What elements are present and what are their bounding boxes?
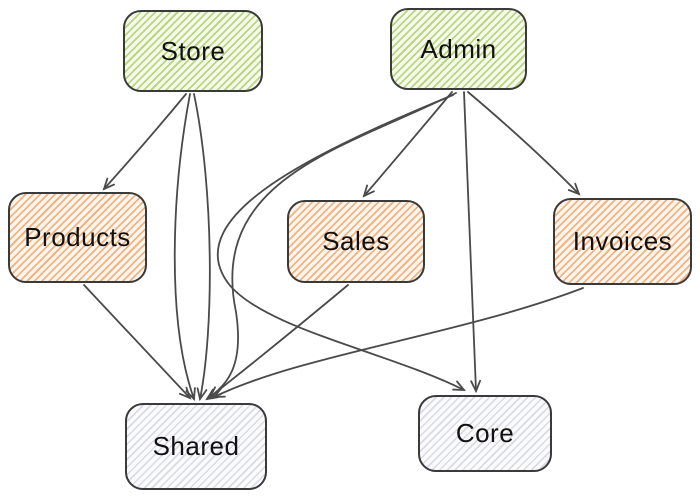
node-sales[interactable]: Sales bbox=[287, 200, 425, 283]
node-admin-label: Admin bbox=[420, 33, 497, 64]
node-products-label: Products bbox=[24, 222, 131, 252]
node-invoices-label: Invoices bbox=[572, 226, 673, 256]
edge-store-shared bbox=[173, 93, 196, 402]
node-core-label: Core bbox=[455, 418, 515, 448]
node-store[interactable]: Store bbox=[123, 10, 263, 92]
edge-invoices-shared bbox=[212, 287, 584, 398]
edge-admin-core bbox=[216, 94, 466, 391]
node-shared[interactable]: Shared bbox=[125, 403, 267, 490]
edge-admin-shared bbox=[205, 92, 457, 401]
node-store-label: Store bbox=[160, 35, 226, 66]
edge-sales-shared bbox=[208, 284, 349, 399]
edge-admin-sales bbox=[362, 91, 453, 198]
edge-admin-invoices bbox=[467, 91, 581, 196]
edge-store-shared bbox=[193, 93, 211, 402]
node-shared-label: Shared bbox=[152, 431, 240, 461]
node-invoices[interactable]: Invoices bbox=[553, 198, 692, 285]
edge-admin-core bbox=[463, 91, 481, 394]
edge-products-shared bbox=[83, 284, 192, 400]
node-core[interactable]: Core bbox=[418, 395, 552, 472]
node-sales-label: Sales bbox=[322, 226, 390, 256]
node-products[interactable]: Products bbox=[8, 192, 147, 283]
edge-store-products bbox=[102, 93, 187, 191]
node-admin[interactable]: Admin bbox=[390, 8, 527, 90]
